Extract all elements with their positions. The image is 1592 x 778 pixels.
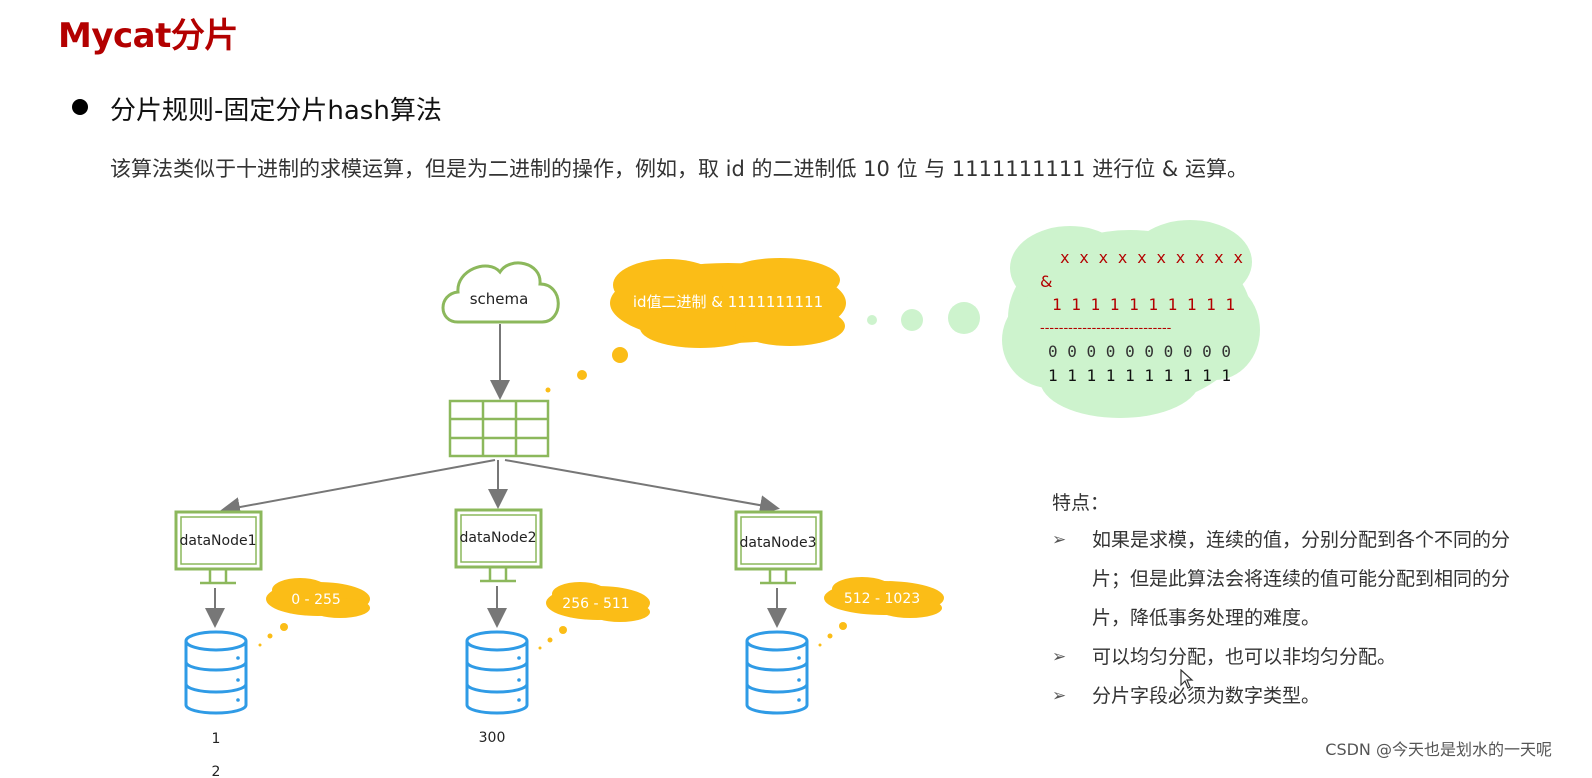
page-title: Mycat分片 (58, 16, 238, 56)
hash-bubble-label: id值二进制 & 1111111111 (633, 293, 823, 311)
description-text: 该算法类似于十进制的求模运算，但是为二进制的操作，例如，取 id 的二进制低 1… (110, 157, 1248, 181)
range-bubble-1 (258, 578, 370, 647)
arrow-bullet-icon: ➢ (1052, 530, 1067, 550)
range-label-3: 512 - 1023 (844, 591, 920, 607)
feature-item-text: 如果是求模，连续的值，分别分配到各个不同的分片；但是此算法会将连续的值可能分配到… (1092, 529, 1511, 629)
arrow-bullet-icon: ➢ (1052, 647, 1067, 667)
database-icon-2 (465, 630, 529, 715)
datanode3-monitor-icon (734, 510, 823, 585)
mouse-cursor-icon (1180, 669, 1194, 689)
feature-item: ➢ 分片字段必须为数字类型。 (1052, 677, 1552, 716)
calc-line-divider: ---------------------------- (1040, 321, 1172, 336)
features-title: 特点： (1052, 492, 1110, 514)
calc-line-max: 1 1 1 1 1 1 1 1 1 1 (1048, 366, 1231, 385)
feature-item-text: 可以均匀分配，也可以非均匀分配。 (1092, 646, 1397, 668)
datanode1-label: dataNode1 (180, 533, 257, 549)
watermark: CSDN @今天也是划水的一天呢 (1325, 740, 1552, 759)
table-icon (448, 399, 550, 458)
arrow-to-node3 (504, 459, 780, 516)
arrow-bullet-icon: ➢ (1052, 686, 1067, 706)
datanode3-label: dataNode3 (740, 535, 817, 551)
node1-value: 1 (212, 731, 221, 747)
calc-line-and: & (1040, 272, 1052, 291)
calc-bubble-trail (867, 302, 980, 334)
datanode1-monitor-icon (174, 510, 263, 585)
feature-item: ➢ 可以均匀分配，也可以非均匀分配。 (1052, 638, 1552, 677)
database-icon-3 (745, 630, 809, 715)
range-bubble-3 (818, 577, 944, 647)
calc-line-mask: 1 1 1 1 1 1 1 1 1 1 (1052, 295, 1235, 314)
calc-line-min: 0 0 0 0 0 0 0 0 0 0 (1048, 342, 1231, 361)
range-label-1: 0 - 255 (291, 592, 341, 608)
section-heading: 分片规则-固定分片hash算法 (110, 96, 442, 126)
range-label-2: 256 - 511 (562, 596, 629, 612)
database-icon-1 (184, 630, 248, 715)
calc-cloud (1002, 220, 1260, 418)
bullet-icon (72, 99, 88, 115)
range-bubble-2 (538, 582, 650, 650)
datanode2-monitor-icon (454, 508, 543, 583)
schema-label: schema (470, 290, 529, 308)
hash-thought-bubble (545, 258, 846, 393)
calc-line-x: x x x x x x x x x x (1060, 248, 1243, 267)
feature-item-text: 分片字段必须为数字类型。 (1092, 685, 1321, 707)
datanode2-label: dataNode2 (460, 530, 537, 546)
schema-cloud-icon (441, 261, 560, 324)
features-panel: 特点： ➢ 如果是求模，连续的值，分别分配到各个不同的分片；但是此算法会将连续的… (1052, 488, 1552, 716)
node1-value-partial: 2 (212, 764, 221, 778)
feature-item: ➢ 如果是求模，连续的值，分别分配到各个不同的分片；但是此算法会将连续的值可能分… (1052, 521, 1552, 638)
arrow-to-node1 (220, 459, 496, 517)
node2-value: 300 (479, 730, 506, 746)
